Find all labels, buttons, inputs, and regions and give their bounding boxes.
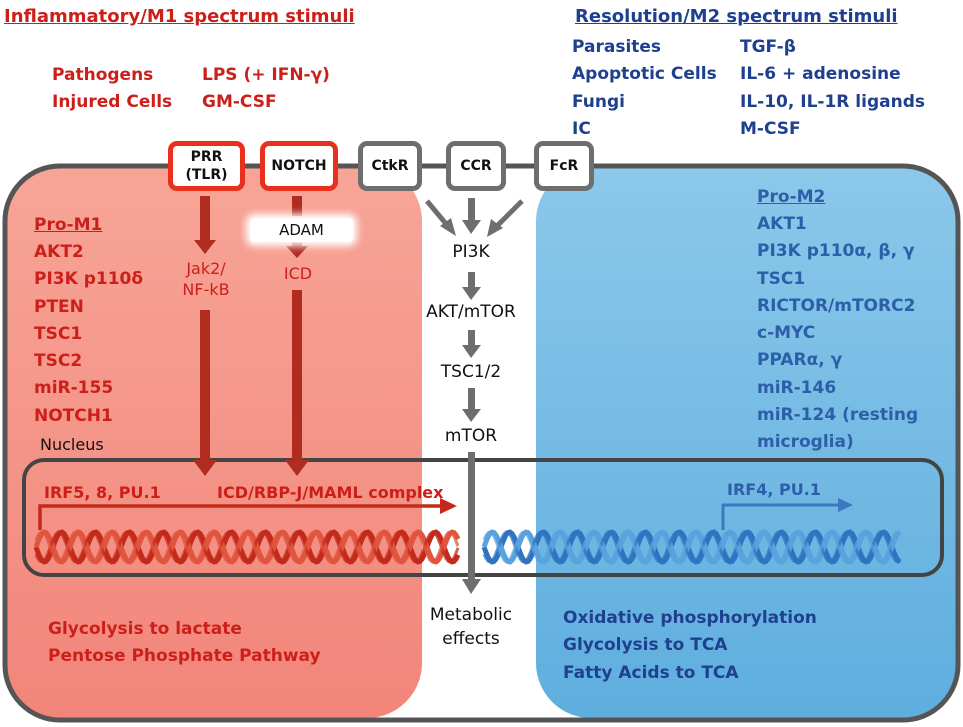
fcr-to-pi3k-arrow [487, 199, 524, 237]
ctkr-receptor: CtkR [358, 141, 422, 191]
list-item: TSC2 [34, 351, 83, 372]
m2-stimuli-signals: TGF-β IL-6 + adenosine IL-10, IL-1R liga… [740, 34, 925, 143]
m1-transcription-arrow [38, 498, 457, 530]
prr-tlr-receptor: PRR (TLR) [168, 141, 245, 191]
m1-stimuli-header: Inflammatory/M1 spectrum stimuli [4, 6, 355, 27]
metabolic-effects-node: Metabolic effects [429, 605, 513, 649]
pi3k-node: PI3K [452, 242, 490, 262]
list-item: miR-146 [757, 377, 837, 398]
m2-stimulus-signal: IL-6 + adenosine [740, 64, 901, 85]
list-item: microglia) [757, 432, 854, 453]
notch-receptor: NOTCH [260, 141, 338, 191]
m2-stimulus-signal: IL-10, IL-1R ligands [740, 91, 925, 112]
jak-arrow-upper [194, 196, 216, 254]
m2-stimulus-signal: TGF-β [740, 37, 796, 57]
notch-arrow-middle [286, 240, 308, 258]
m1-panel [5, 166, 422, 718]
akt-mtor-node: AKT/mTOR [426, 302, 516, 322]
m2-transcription-arrow [721, 498, 853, 530]
list-item: AKT1 [757, 214, 807, 234]
m2-panel [536, 166, 958, 718]
list-item: PPARα, γ [757, 350, 843, 371]
m2-stimuli-sources: Parasites Apoptotic Cells Fungi IC [572, 34, 717, 143]
list-item: PI3K p110α, β, γ [757, 241, 915, 262]
m2-stimulus-source: Fungi [572, 91, 625, 112]
m1-stimulus-signal: LPS (+ IFN-γ) [202, 65, 330, 85]
m1-stimuli-sources: Pathogens Injured Cells [52, 62, 172, 117]
m1-metabolism: Glycolysis to lactate Pentose Phosphate … [48, 616, 321, 671]
jak-nfkb-label: Jak2/ NF-kB [182, 259, 230, 299]
dna-helix-m1 [33, 529, 461, 565]
tsc-to-mtor-arrow [462, 388, 481, 422]
m1-stimulus-source: Injured Cells [52, 92, 173, 113]
list-item: PTEN [34, 296, 84, 317]
m2-metabolism: Oxidative phosphorylation Glycolysis to … [563, 605, 817, 687]
pro-m1-title: Pro-M1 [34, 215, 103, 235]
adam-label: ADAM [250, 218, 353, 242]
list-item: c-MYC [757, 323, 816, 344]
m1-stimuli-signals: LPS (+ IFN-γ) GM-CSF [202, 62, 330, 117]
m1-metabolism-item: Glycolysis to lactate [48, 619, 242, 639]
list-item: miR-155 [34, 378, 114, 399]
list-item: TSC1 [757, 268, 806, 289]
m2-stimulus-source: Parasites [572, 37, 662, 57]
list-item: RICTOR/mTORC2 [757, 295, 916, 316]
ctkr-to-pi3k-arrow [425, 199, 456, 236]
list-item: PI3K p110δ [34, 269, 144, 290]
pi3k-to-akt-arrow [462, 272, 481, 300]
m2-stimulus-source: Apoptotic Cells [572, 64, 717, 85]
list-item: NOTCH1 [34, 405, 113, 426]
m1-stimulus-source: Pathogens [52, 65, 154, 85]
tsc-node: TSC1/2 [440, 362, 502, 382]
nucleus-outline [22, 458, 944, 577]
m1-stimulus-signal: GM-CSF [202, 92, 277, 113]
m2-metabolism-item: Fatty Acids to TCA [563, 662, 739, 683]
m2-metabolism-item: Glycolysis to TCA [563, 635, 728, 656]
nucleus-label: Nucleus [40, 435, 104, 454]
m2-stimulus-signal: M-CSF [740, 118, 801, 139]
m2-stimulus-source: IC [572, 118, 591, 139]
m2-transcription-factors: IRF4, PU.1 [727, 480, 821, 499]
jak-arrow-lower [193, 310, 217, 476]
m2-stimuli-header: Resolution/M2 spectrum stimuli [575, 6, 898, 27]
m1-transcription-factors: IRF5, 8, PU.1 [44, 483, 161, 502]
mtor-to-metabolic-arrow [462, 452, 481, 594]
icd-label: ICD [283, 264, 313, 283]
mtor-node: mTOR [444, 426, 498, 446]
list-item: miR-124 (resting [757, 405, 919, 426]
icd-complex-label: ICD/RBP-J/MAML complex [217, 483, 444, 502]
notch-arrow-upper [292, 196, 302, 216]
ccr-receptor: CCR [446, 141, 506, 191]
list-item: TSC1 [34, 323, 83, 344]
akt-to-tsc-arrow [462, 330, 481, 358]
list-item: AKT2 [34, 242, 84, 262]
fcr-receptor: FcR [534, 141, 594, 191]
dna-helix-m2 [481, 529, 902, 565]
ccr-to-pi3k-arrow [462, 198, 481, 234]
pro-m2-title: Pro-M2 [757, 187, 826, 207]
m2-metabolism-item: Oxidative phosphorylation [563, 608, 817, 628]
icd-arrow-lower [285, 290, 309, 476]
m1-metabolism-item: Pentose Phosphate Pathway [48, 646, 321, 667]
